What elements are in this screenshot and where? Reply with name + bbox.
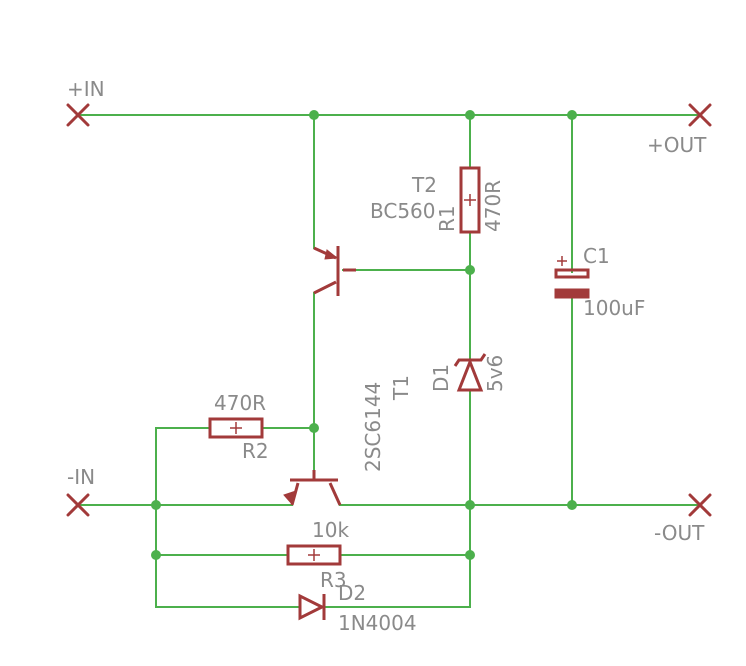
- resistor-r1-symbol: [459, 166, 481, 234]
- junction-dot: [465, 110, 475, 120]
- junction-dot: [465, 265, 475, 275]
- label-t2-value: BC560: [370, 199, 436, 223]
- terminal-minus-in-mark: [66, 493, 90, 517]
- junction-dot: [151, 500, 161, 510]
- terminal-plus-in-mark: [66, 103, 90, 127]
- label-r1-value: 470R: [481, 180, 505, 232]
- label-d1-value: 5v6: [483, 355, 507, 392]
- label-d1-name: D1: [429, 364, 453, 392]
- terminal-plus-out-mark: [688, 103, 712, 127]
- label-c1-name: C1: [583, 244, 610, 268]
- junction-dot: [151, 550, 161, 560]
- capacitor-c1-symbol: [554, 256, 590, 299]
- label-d2-value: 1N4004: [338, 611, 417, 635]
- label-plus-out: +OUT: [647, 133, 707, 157]
- label-c1-value: 100uF: [583, 296, 645, 320]
- label-r3-name: R3: [320, 568, 347, 592]
- junctions: [151, 110, 577, 560]
- junction-dot: [309, 110, 319, 120]
- junction-dot: [309, 423, 319, 433]
- junction-dot: [567, 500, 577, 510]
- label-plus-in: +IN: [67, 77, 105, 101]
- zener-diode-d1-symbol: [453, 353, 487, 392]
- junction-dot: [465, 550, 475, 560]
- label-minus-in: -IN: [67, 465, 95, 489]
- resistor-r3-symbol: [286, 544, 342, 566]
- label-t2-name: T2: [411, 173, 437, 197]
- diode-d2-symbol: [298, 593, 326, 621]
- transistor-t2-symbol: [313, 246, 356, 296]
- terminal-minus-out-mark: [688, 493, 712, 517]
- label-minus-out: -OUT: [654, 521, 705, 545]
- transistor-t1-symbol: [283, 470, 342, 506]
- label-d2-name: D2: [338, 581, 366, 605]
- label-r3-value: 10k: [312, 518, 349, 542]
- label-t1-value: 2SC6144: [361, 382, 385, 472]
- label-r2-value: 470R: [214, 391, 266, 415]
- label-r1-name: R1: [435, 205, 459, 232]
- label-r2-name: R2: [242, 439, 269, 463]
- label-t1-name: T1: [389, 375, 413, 401]
- resistor-r2-symbol: [208, 417, 264, 439]
- wires: [77, 114, 701, 608]
- junction-dot: [465, 500, 475, 510]
- junction-dot: [567, 110, 577, 120]
